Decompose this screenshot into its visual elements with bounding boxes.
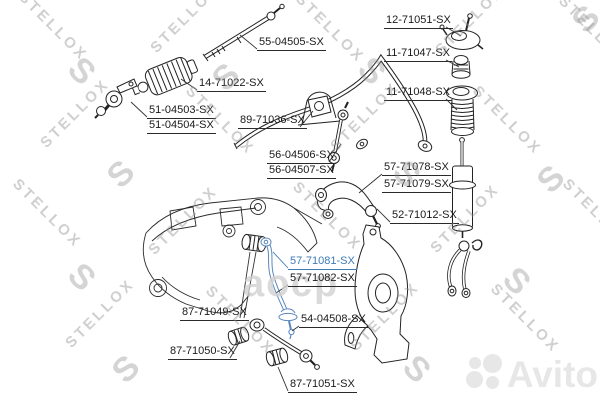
tie-rod-end-drawing	[94, 78, 138, 119]
part-label-11-71048-sx: 11-71048-SX	[384, 86, 453, 101]
subframe-drawing	[142, 197, 323, 314]
part-label-89-71036-sx: 89-71036-SX	[238, 114, 307, 129]
part-label-55-04505-sx: 55-04505-SX	[257, 36, 326, 51]
part-label-54-04508-sx: 54-04508-SX	[299, 313, 368, 328]
part-label-56-04507-sx: 56-04507-SX	[267, 164, 336, 179]
part-label-51-04503-sx: 51-04503-SX	[147, 104, 216, 119]
dust-boot-drawing	[446, 85, 478, 136]
upper-control-arm-drawing	[315, 181, 381, 229]
shock-absorber-drawing	[449, 137, 476, 238]
curved-arm-highlighted-drawing	[260, 237, 298, 340]
part-label-87-71051-sx: 87-71051-SX	[288, 378, 357, 393]
stabilizer-bushing-bracket-drawing	[297, 91, 341, 126]
tie-rod-drawing	[202, 3, 285, 62]
part-label-57-71078-sx: 57-71078-SX	[382, 161, 451, 176]
part-label-14-71022-sx: 14-71022-SX	[197, 77, 266, 92]
part-label-11-71047-sx: 11-71047-SX	[384, 47, 453, 62]
arm-bushing-front-drawing	[227, 326, 250, 346]
avito-logo-dots	[463, 354, 503, 396]
stabilizer-link-drawing	[328, 101, 368, 173]
part-label-52-71012-sx: 52-71012-SX	[390, 209, 459, 224]
steering-rack-boot-drawing	[131, 57, 198, 96]
arm-bushing-outer-drawing	[265, 347, 289, 367]
part-label-87-71050-sx: 87-71050-SX	[168, 345, 237, 360]
part-label-57-71081-sx-highlighted: 57-71081-SX	[288, 255, 357, 270]
stabilizer-bar-drawing	[233, 53, 433, 152]
avito-wordmark: Avito	[506, 354, 598, 395]
leader-line-highlighted	[272, 251, 289, 269]
part-label-57-71079-sx: 57-71079-SX	[382, 178, 451, 193]
part-label-87-71049-sx: 87-71049-SX	[180, 306, 249, 321]
bump-stop-drawing	[451, 55, 471, 79]
part-label-51-04504-sx: 51-04504-SX	[147, 119, 216, 134]
steering-knuckle-drawing	[344, 224, 410, 364]
part-label-12-71051-sx: 12-71051-SX	[384, 14, 453, 29]
part-label-57-71082-sx: 57-71082-SX	[288, 272, 357, 287]
avito-watermark: Avito	[463, 354, 598, 396]
part-label-56-04506-sx: 56-04506-SX	[267, 149, 336, 164]
shock-fork-drawing	[447, 239, 483, 298]
lower-control-arm-drawing	[249, 318, 320, 370]
center-watermark: аоср	[243, 263, 340, 305]
